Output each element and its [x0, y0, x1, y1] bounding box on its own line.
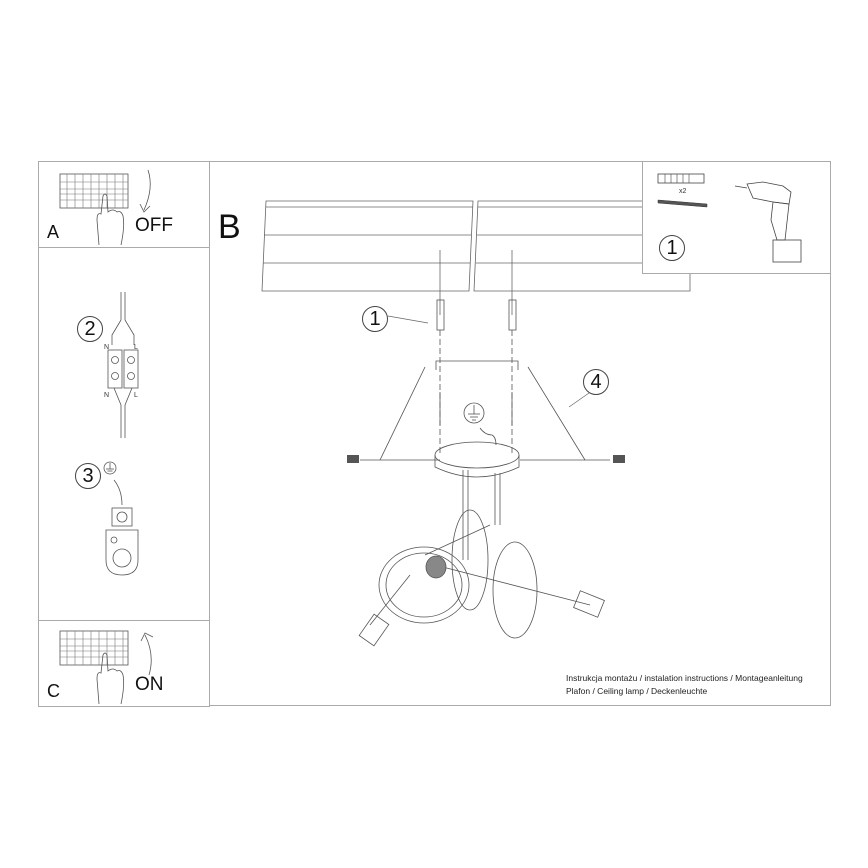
- ground-terminal-diagram: [103, 461, 139, 576]
- circuit-breaker-icon: [59, 173, 129, 209]
- leader-line: [387, 315, 429, 324]
- step-1-badge: 1: [362, 306, 388, 332]
- hand-icon: [96, 193, 125, 246]
- ceiling-diagram: [261, 200, 691, 315]
- terminal-block-wiring-diagram: [107, 292, 139, 438]
- panel-c-power-on: C ON: [38, 620, 210, 707]
- hand-icon: [96, 652, 125, 705]
- wall-plug-icon: [657, 173, 705, 184]
- wire-label-n-bottom: N: [104, 392, 110, 399]
- left-column-divider: [209, 161, 210, 706]
- step-3-badge: 3: [75, 463, 101, 489]
- panel-letter-c: C: [47, 681, 60, 701]
- wire-label-l-bottom: L: [134, 392, 138, 399]
- step-2-badge: 2: [77, 316, 103, 342]
- leader-line: [568, 392, 590, 408]
- caption-instructions: Instrukcja montażu / instalation instruc…: [566, 673, 803, 683]
- power-off-label: OFF: [135, 215, 173, 236]
- arrow-down-icon: [139, 169, 151, 213]
- panel-letter-a: A: [47, 222, 60, 242]
- caption-product: Plafon / Ceiling lamp / Deckenleuchte: [566, 686, 708, 696]
- lamp-assembly-diagram: [347, 299, 625, 647]
- tools-required-panel: x2 1: [642, 161, 831, 274]
- screw-icon: [657, 199, 708, 208]
- instruction-sheet-frame: [38, 161, 831, 706]
- panel-a-power-off: A OFF: [38, 161, 210, 248]
- step-4-badge: 4: [583, 369, 609, 395]
- power-on-label: ON: [135, 674, 164, 695]
- tools-step-badge: 1: [659, 235, 685, 261]
- panel-letter-b: B: [218, 208, 241, 246]
- drill-icon: [734, 181, 802, 263]
- wire-label-l-top: L: [134, 344, 138, 351]
- arrow-up-icon: [140, 632, 154, 676]
- circuit-breaker-icon: [59, 630, 129, 666]
- wire-label-n-top: N: [104, 344, 110, 351]
- quantity-label: x2: [679, 188, 687, 195]
